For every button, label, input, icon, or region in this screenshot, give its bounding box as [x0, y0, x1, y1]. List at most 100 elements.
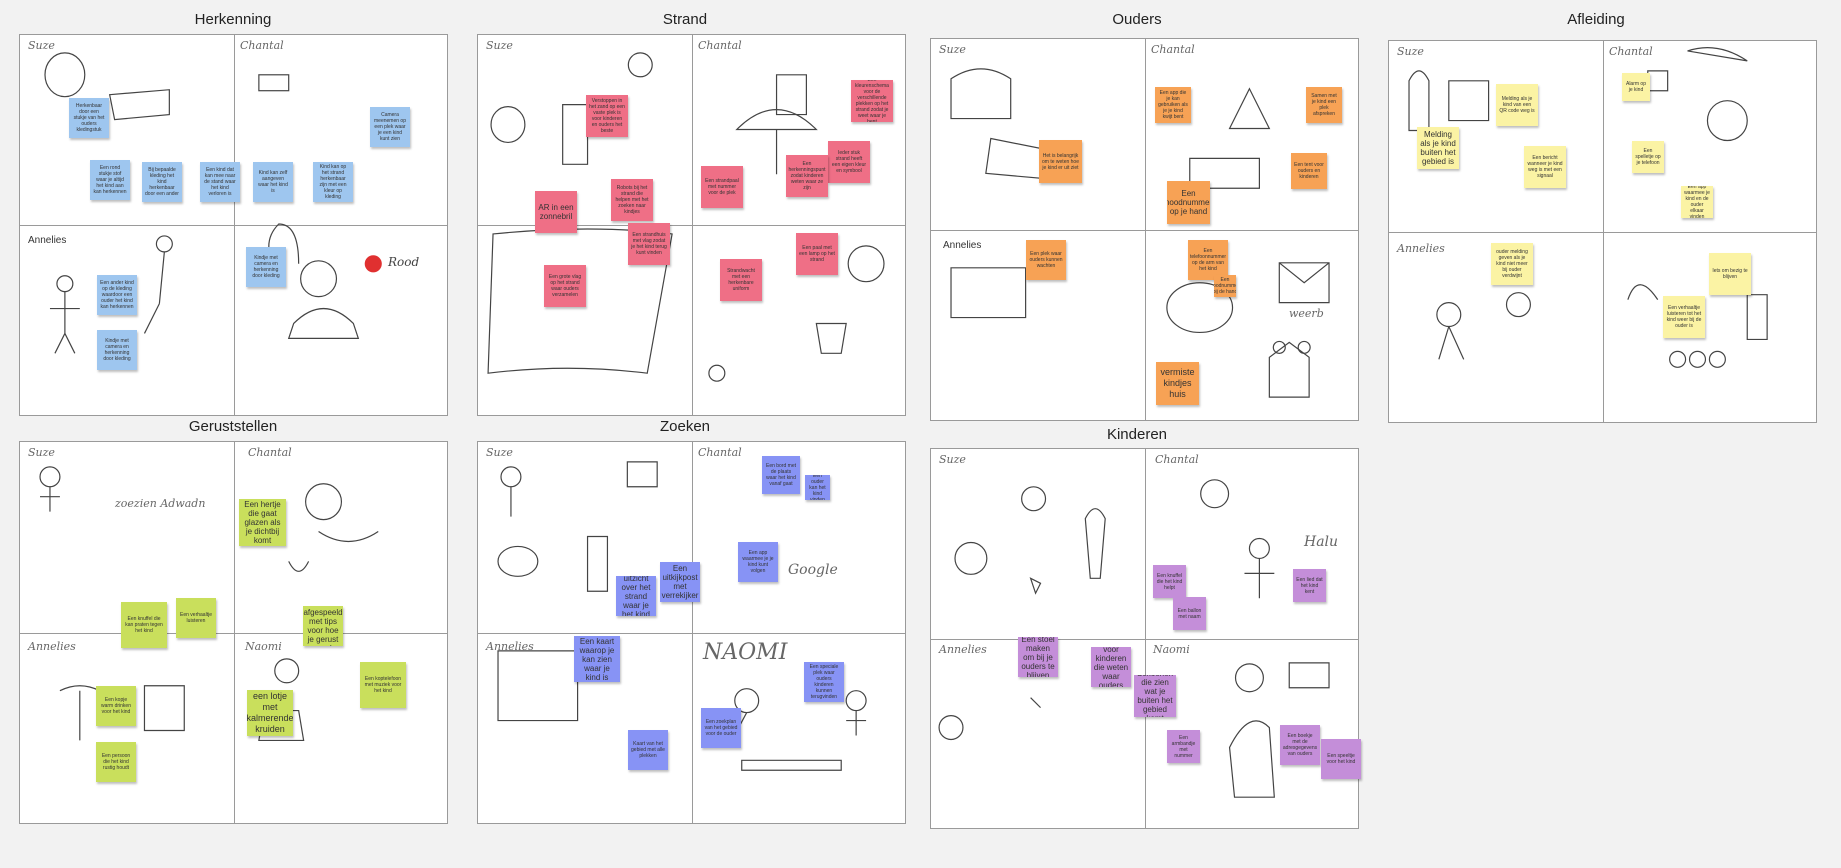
sticky-note[interactable]: Een koptelefoon met muziek voor het kind — [360, 662, 406, 708]
handwritten-text: Halu — [1304, 534, 1339, 550]
sticky-note[interactable]: Een uitkijkpost met verrekijker — [660, 562, 700, 602]
board-strand[interactable]: Suze Chantal Verstoppen in het zand op e… — [477, 34, 906, 416]
sticky-note[interactable]: Een grote vlag op het strand waar ouders… — [544, 265, 586, 307]
sticky-note[interactable]: Kindje met camera en herkenning door kle… — [97, 330, 137, 370]
board-title-strand: Strand — [662, 11, 708, 28]
sticky-note[interactable]: AR in een zonnebril — [535, 191, 577, 233]
sticky-note[interactable]: Een ander kind op de kleding waardoor ee… — [97, 275, 137, 315]
quadrant-label: Chantal — [1609, 45, 1653, 58]
sticky-note[interactable]: Een tent voor ouders en kinderen — [1291, 153, 1327, 189]
sticky-note[interactable]: Kindje met camera en herkenning door kle… — [246, 247, 286, 287]
quadrant-label: Naomi — [245, 640, 282, 653]
sticky-note[interactable]: Een speeltje voor het kind — [1321, 739, 1361, 779]
sticky-note[interactable]: Een app die je kan gebruiken als je je k… — [1155, 87, 1191, 123]
sticky-note[interactable]: Strandwacht met een herkenbare uniform — [720, 259, 762, 301]
sticky-note[interactable]: Iets om bezig te blijven — [1709, 253, 1751, 295]
sticky-note[interactable]: Een persoon die het kind rustig houdt — [96, 742, 136, 782]
handwritten-google: Google — [788, 562, 838, 578]
rood-label: Rood — [388, 255, 420, 269]
quadrant-label: Chantal — [1151, 43, 1195, 56]
quadrant-label: Chantal — [248, 446, 292, 459]
sticky-note[interactable]: vermiste kindjes huis — [1156, 362, 1199, 405]
handwritten-text: weerb — [1289, 307, 1324, 320]
sticky-note[interactable]: Een telefoonnummer op de arm van het kin… — [1188, 240, 1228, 280]
quadrant-label: Annelies — [939, 643, 987, 656]
quadrant-label: Suze — [939, 453, 966, 466]
sticky-note[interactable]: Een spelletje op je telefoon — [1632, 141, 1664, 173]
sticky-note[interactable]: Een hertje die gaat glazen als je dichtb… — [239, 499, 286, 546]
quadrant-label: Annelies — [1397, 242, 1445, 255]
sticky-note[interactable]: Een verhaaltje luisteren tot het kind we… — [1663, 296, 1705, 338]
quadrant-label: Suze — [486, 446, 513, 459]
sticky-note[interactable]: Kind kan zelf aangeven waar het kind is — [253, 162, 293, 202]
sticky-note[interactable]: Alarm op je kind — [1622, 73, 1650, 101]
sticky-note[interactable]: Een paal met een lamp op het strand — [796, 233, 838, 275]
handwritten-text: zoezien Adwadn — [115, 497, 206, 510]
sticky-note[interactable]: Een kopje warm drinken voor het kind — [96, 686, 136, 726]
board-herkenning[interactable]: Suze Chantal Annelies Rood Herkenbaar do… — [19, 34, 448, 416]
sticky-note[interactable]: Een knuffel die kan praten tegen het kin… — [121, 602, 167, 648]
sticky-note[interactable]: Een zoekplan van het gebied voor de oude… — [701, 708, 741, 748]
sticky-note[interactable]: Schoenen die zien wat je buiten het gebi… — [1134, 675, 1176, 717]
sticky-note[interactable]: Een rond stukje stof waar je altijd het … — [90, 160, 130, 200]
sticky-note[interactable]: Camera meenemen op een plek waar je een … — [370, 107, 410, 147]
board-title-geruststellen: Geruststellen — [188, 418, 278, 435]
sticky-note[interactable]: Een ouder kan het kind vinden — [805, 475, 830, 500]
sticky-note[interactable]: Een noodnummer bij de hand — [1214, 275, 1236, 297]
sticky-note[interactable]: Een verhaaltje luisteren — [176, 598, 216, 638]
quadrant-label: Suze — [1397, 45, 1424, 58]
quadrant-label: Chantal — [240, 39, 284, 52]
quadrant-label: Suze — [28, 446, 55, 459]
sticky-note[interactable]: Een kaart waarop je kan zien waar je kin… — [574, 636, 620, 682]
sticky-note[interactable]: Het is belangrijk om te weten hoe je kin… — [1039, 140, 1082, 183]
sticky-note[interactable]: Een strandpaal met nummer voor de plek — [701, 166, 743, 208]
sticky-note[interactable]: Een plek waar ouders kunnen wachten — [1026, 240, 1066, 280]
sticky-note[interactable]: Samen met je kind een plek afspreken — [1306, 87, 1342, 123]
board-title-kinderen: Kinderen — [1106, 426, 1168, 443]
sticky-note[interactable]: Een app waarmee je je kind kunt volgen — [738, 542, 778, 582]
sticky-note[interactable]: Een knuffel die het kind helpt — [1153, 565, 1186, 598]
sticky-note[interactable]: Een bericht wanneer je kind weg is met e… — [1524, 146, 1566, 188]
sticky-note[interactable]: Herkenbaar door een stukje van het ouder… — [69, 98, 109, 138]
sticky-note[interactable]: Een stoel maken om bij je ouders te blij… — [1018, 637, 1058, 677]
board-title-ouders: Ouders — [1112, 11, 1162, 28]
quadrant-label: Chantal — [698, 39, 742, 52]
board-kinderen[interactable]: Suze Chantal Annelies Naomi Halu Een knu… — [930, 448, 1361, 829]
sticky-note[interactable]: Een herkenningspunt zodat kinderen weten… — [786, 155, 828, 197]
sticky-note[interactable]: Een uitzicht over het strand waar je het… — [616, 576, 656, 616]
sticky-note[interactable]: Een speciale plek waar ouders kinderen k… — [804, 662, 844, 702]
board-zoeken[interactable]: Suze Chantal Annelies NAOMI Google Een b… — [477, 441, 906, 824]
sticky-note[interactable]: Kaart van het gebied met alle plekken — [628, 730, 668, 770]
quadrant-label: Suze — [28, 39, 55, 52]
board-title-afleiding: Afleiding — [1567, 11, 1625, 28]
sticky-note[interactable]: Bij bepaalde kleding het kind herkenbaar… — [142, 162, 182, 202]
sticky-note[interactable]: Een bord met de plaats waar het kind van… — [762, 456, 800, 494]
sticky-note[interactable]: Een ballon met naam — [1173, 597, 1206, 630]
sticky-note[interactable]: Een liedje dat wordt afgespeeld met tips… — [303, 606, 343, 646]
board-geruststellen[interactable]: Suze Chantal Annelies Naomi zoezien Adwa… — [19, 441, 448, 824]
sticky-note[interactable]: een lotje met kalmerende kruiden — [247, 690, 293, 736]
sticky-note[interactable]: ouder melding geven als je kind niet mee… — [1491, 243, 1533, 285]
sticky-note[interactable]: Een noodnummer op je hand — [1167, 181, 1210, 224]
quadrant-label: Annelies — [486, 640, 534, 653]
sticky-note[interactable]: Verstoppen in het zand op een vaste plek… — [586, 95, 628, 137]
sticky-note[interactable]: Robots bij het strand die helpen met het… — [611, 179, 653, 221]
sticky-note[interactable]: Een kleurenschema voor de verschillende … — [851, 80, 893, 122]
sticky-note[interactable]: Een armbandje met nummer — [1167, 730, 1200, 763]
handwritten-naomi: NAOMI — [703, 640, 788, 665]
sticky-note[interactable]: Een lied dat het kind kent — [1293, 569, 1326, 602]
board-afleiding[interactable]: Suze Chantal Annelies Melding als je kin… — [1388, 40, 1817, 423]
sticky-note[interactable]: Een boekje met de adresgegevens van oude… — [1280, 725, 1320, 765]
sticky-note[interactable]: Een app waarmee je kind en de ouder elka… — [1681, 186, 1713, 218]
quadrant-label: Annelies — [28, 235, 67, 246]
quadrant-label: Suze — [939, 43, 966, 56]
sticky-note[interactable]: Kind kan op het strand herkenbaar zijn m… — [313, 162, 353, 202]
sticky-note[interactable]: Een kind dat kan mee naar de stand waar … — [200, 162, 240, 202]
board-ouders[interactable]: Suze Chantal Annelies Het is belangrijk … — [930, 38, 1359, 421]
sticky-note[interactable]: Een strandhuis met vlag zodat je het kin… — [628, 223, 670, 265]
sticky-note[interactable]: Ieder stuk strand heeft een eigen kleur … — [828, 141, 870, 183]
sticky-note[interactable]: Schoenen voor kinderen die weten waar ou… — [1091, 647, 1131, 687]
board-title-zoeken: Zoeken — [659, 418, 711, 435]
sticky-note[interactable]: Melding als je kind van een QR code weg … — [1496, 84, 1538, 126]
sticky-note[interactable]: Melding als je kind buiten het gebied is — [1417, 127, 1459, 169]
